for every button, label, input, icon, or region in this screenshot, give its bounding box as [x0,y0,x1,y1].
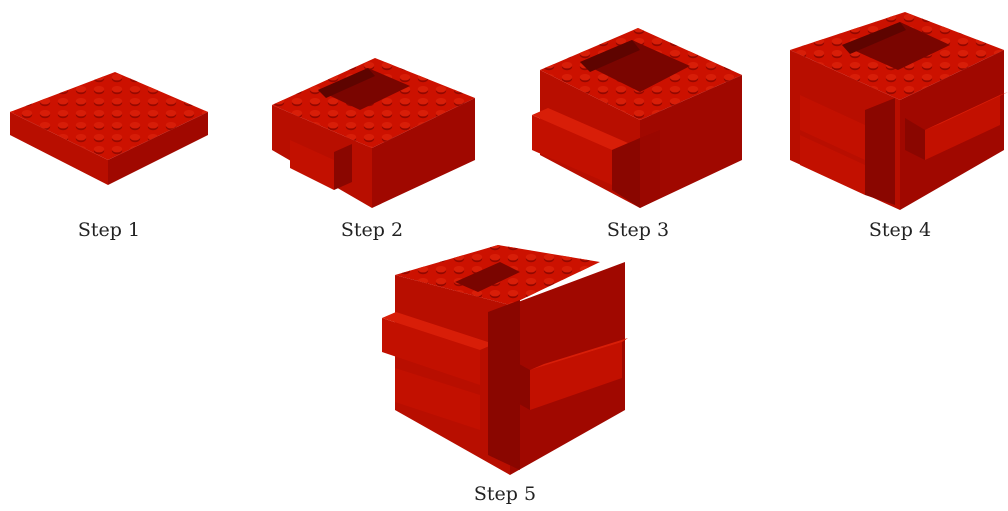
step-2-label: Step 2 [341,219,403,241]
step-5-model [382,245,628,475]
step-1-model [10,72,208,185]
step-3-label: Step 3 [607,219,669,241]
step-4-model [790,12,1008,210]
step-5-label: Step 5 [474,483,536,505]
step-2-model [272,58,475,208]
step-4-vertical-pillar [865,98,895,205]
step-1-label: Step 1 [78,219,140,241]
step-4-label: Step 4 [869,219,931,241]
step-2-side-brick [334,144,352,190]
step-3-vertical-pillar [612,138,640,208]
step-3-model [532,28,742,208]
